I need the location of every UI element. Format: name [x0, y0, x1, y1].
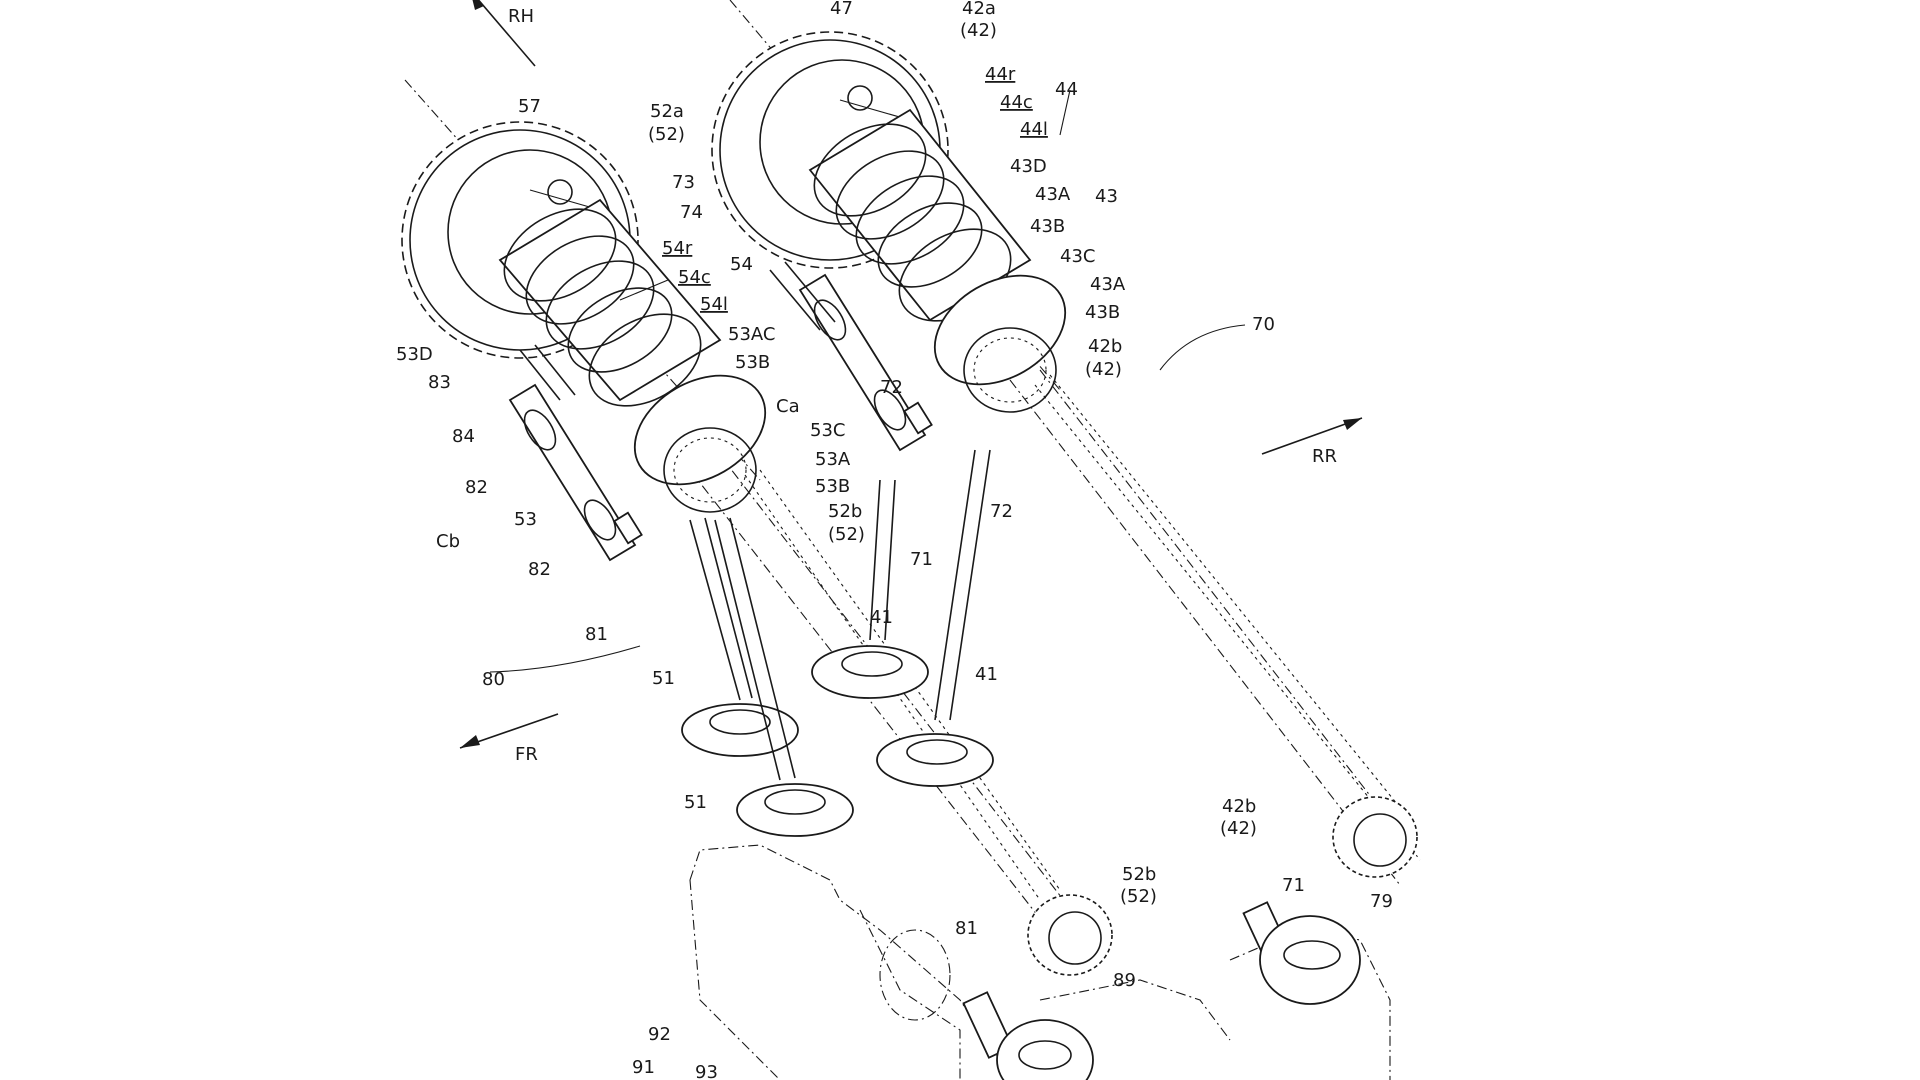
label-43B-2: 43B: [1085, 302, 1120, 323]
label-43B-1: 43B: [1030, 216, 1065, 237]
sleeve-42b: [1332, 796, 1418, 878]
label-93: 93: [695, 1062, 718, 1080]
rh-arrow: [472, 0, 536, 67]
exhaust-valves-51: [681, 517, 854, 837]
label-51-2: 51: [684, 792, 707, 813]
label-Cb: Cb: [436, 531, 460, 552]
label-42a: 42a: [962, 0, 996, 19]
label-52b-1: 52b: [828, 501, 862, 522]
label-44l: 44l: [1020, 119, 1048, 140]
label-54c: 54c: [678, 267, 711, 288]
sleeve-52b: [1027, 894, 1113, 976]
label-41-1: 41: [870, 607, 893, 628]
thrust-pins: [519, 261, 836, 401]
label-53B-2: 53B: [815, 476, 850, 497]
label-FR: FR: [515, 744, 538, 765]
label-42b-2p: (42): [1220, 818, 1257, 839]
rocker-holder-79: [1242, 901, 1361, 1005]
camshaft-52: [498, 198, 767, 513]
label-43A-1: 43A: [1035, 184, 1071, 205]
label-41-2: 41: [975, 664, 998, 685]
label-72-1: 72: [880, 377, 903, 398]
label-Ca: Ca: [776, 396, 800, 417]
label-79: 79: [1370, 891, 1393, 912]
rr-arrow: [1261, 417, 1363, 455]
label-54l: 54l: [700, 294, 728, 315]
label-42b-2: 42b: [1222, 796, 1256, 817]
label-70: 70: [1252, 314, 1275, 335]
label-57: 57: [518, 96, 541, 117]
label-43A-2: 43A: [1090, 274, 1126, 295]
label-54: 54: [730, 254, 753, 275]
label-RH: RH: [508, 6, 534, 27]
rocker-shaft-81: [508, 383, 643, 562]
label-89: 89: [1113, 970, 1136, 991]
label-52b-1p: (52): [828, 524, 865, 545]
label-53: 53: [514, 509, 537, 530]
label-52b-2: 52b: [1122, 864, 1156, 885]
label-47: 47: [830, 0, 853, 19]
label-92: 92: [648, 1024, 671, 1045]
label-52a: 52a: [650, 101, 684, 122]
label-80: 80: [482, 669, 505, 690]
label-71-1: 71: [910, 549, 933, 570]
label-52a-p: (52): [648, 124, 685, 145]
label-83: 83: [428, 372, 451, 393]
fr-arrow: [459, 713, 559, 749]
camshaft-42: [808, 108, 1067, 413]
label-53C: 53C: [810, 420, 845, 441]
label-73: 73: [672, 172, 695, 193]
label-91: 91: [632, 1057, 655, 1078]
label-44c: 44c: [1000, 92, 1033, 113]
label-53D: 53D: [396, 344, 433, 365]
intake-valves-41: [811, 449, 994, 787]
label-74: 74: [680, 202, 703, 223]
leader-lines: [489, 89, 1246, 673]
label-42a-p: (42): [960, 20, 997, 41]
label-42b-1: 42b: [1088, 336, 1122, 357]
label-43C: 43C: [1060, 246, 1095, 267]
label-43: 43: [1095, 186, 1118, 207]
label-53B-1: 53B: [735, 352, 770, 373]
label-44r: 44r: [985, 64, 1016, 85]
label-54r: 54r: [662, 238, 693, 259]
label-43D: 43D: [1010, 156, 1047, 177]
label-81-2: 81: [955, 918, 978, 939]
label-72-2: 72: [990, 501, 1013, 522]
label-51-1: 51: [652, 668, 675, 689]
label-42b-1p: (42): [1085, 359, 1122, 380]
label-52b-2p: (52): [1120, 886, 1157, 907]
rocker-holder-89: [962, 991, 1094, 1080]
label-RR: RR: [1312, 446, 1337, 467]
label-82-2: 82: [528, 559, 551, 580]
label-71-2: 71: [1282, 875, 1305, 896]
cylinder-head: [689, 844, 1391, 1080]
label-82-1: 82: [465, 477, 488, 498]
label-53A: 53A: [815, 449, 851, 470]
label-81-1: 81: [585, 624, 608, 645]
label-84: 84: [452, 426, 475, 447]
label-44: 44: [1055, 79, 1078, 100]
label-53AC: 53AC: [728, 324, 775, 345]
